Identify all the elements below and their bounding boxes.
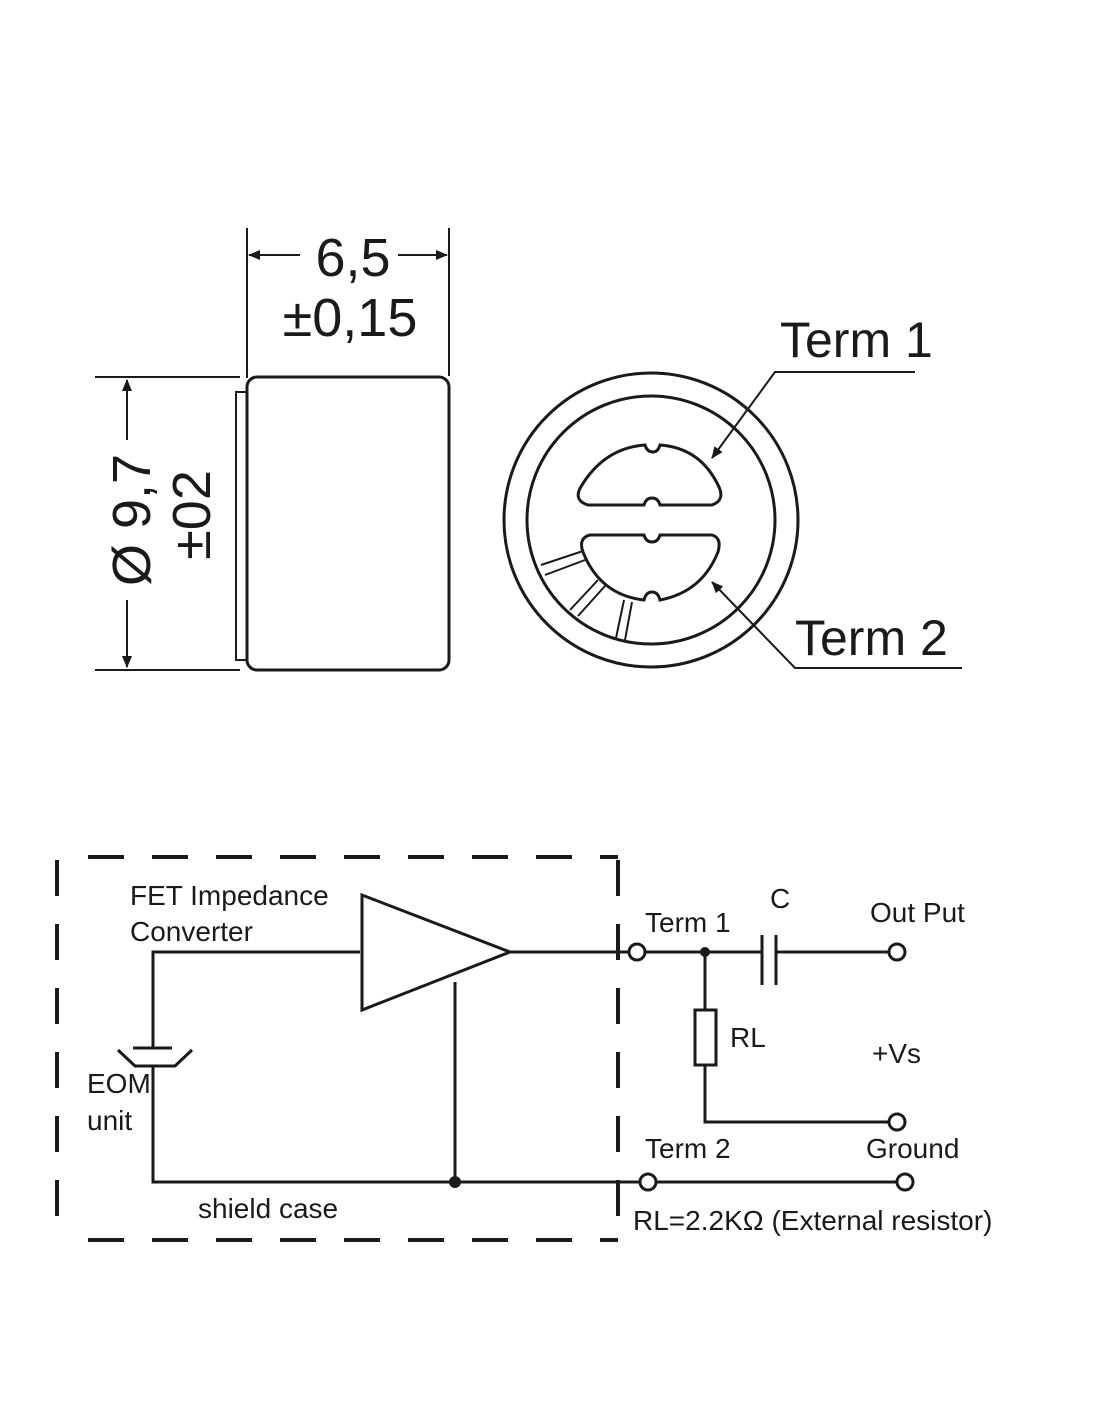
eom-label-1: EOM	[87, 1068, 151, 1099]
hatch-strips	[540, 550, 633, 641]
term2-leader	[711, 581, 962, 669]
side-view: 6,5 ±0,15 Ø 9,7 ±02	[95, 228, 451, 672]
inner-ring	[525, 394, 777, 646]
output-node	[887, 942, 907, 962]
junction-dot	[449, 1176, 461, 1188]
vs-node	[887, 1112, 907, 1132]
fet-label-2: Converter	[130, 916, 253, 947]
fet-label-1: FET Impedance	[130, 880, 329, 911]
capacitor-label: C	[770, 883, 790, 914]
circuit-term1-label: Term 1	[645, 907, 731, 938]
resistor-note: RL=2.2KΩ (External resistor)	[633, 1205, 992, 1236]
terminal-view: Term 1 Term 2	[502, 312, 962, 669]
term1-node	[627, 942, 647, 962]
term2-pad	[580, 533, 721, 602]
length-tolerance: ±0,15	[283, 288, 418, 348]
capsule-flange	[235, 391, 248, 661]
resistor-label: RL	[730, 1022, 766, 1053]
term1-leader	[711, 371, 915, 459]
circuit-term2-label: Term 2	[645, 1133, 731, 1164]
circuit-schematic: FET Impedance Converter EOM unit shield …	[55, 855, 992, 1242]
shield-label: shield case	[198, 1193, 338, 1224]
length-dimension: 6,5	[315, 228, 390, 288]
ground-node	[895, 1172, 915, 1192]
load-resistor	[693, 1008, 718, 1067]
term2-node	[638, 1172, 658, 1192]
capsule-body	[245, 375, 451, 672]
eom-label-2: unit	[87, 1105, 132, 1136]
outer-ring	[502, 371, 800, 669]
eom-cup	[116, 1048, 194, 1068]
term1-pad	[576, 443, 723, 507]
diameter-tolerance: ±02	[162, 470, 222, 560]
term1-label: Term 1	[780, 312, 933, 368]
diameter-dimension: Ø 9,7	[102, 454, 162, 586]
vs-label: +Vs	[872, 1038, 921, 1069]
term2-label: Term 2	[795, 610, 948, 666]
fet-amplifier	[360, 892, 515, 1013]
output-label: Out Put	[870, 897, 965, 928]
ground-label: Ground	[866, 1133, 959, 1164]
